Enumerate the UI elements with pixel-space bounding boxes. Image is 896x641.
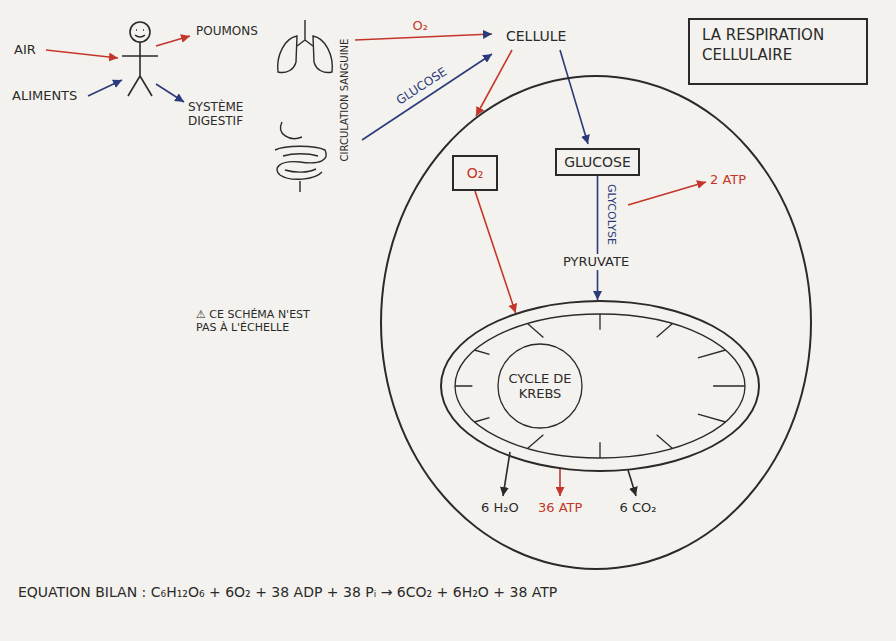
product-label: 6 H₂O — [481, 500, 519, 516]
flow-label: O₂ — [413, 18, 428, 34]
node-text: GLUCOSE — [564, 154, 631, 171]
o2-box: O₂ — [452, 155, 498, 191]
stick-figure — [122, 22, 158, 96]
flow-label: GLUCOSE — [393, 65, 449, 108]
mitochondria-cristae — [455, 314, 745, 458]
node-text: O₂ — [467, 165, 484, 182]
atp-label: 2 ATP — [710, 172, 746, 188]
input-label: ALIMENTS — [12, 88, 77, 104]
krebs-cycle-text: CYCLE DE KREBS — [500, 371, 580, 402]
organ-label: SYSTÈME DIGESTIF — [188, 100, 266, 129]
glucose-box: GLUCOSE — [555, 148, 640, 176]
mitochondrion: CYCLE DE KREBS — [440, 300, 760, 472]
input-label: AIR — [14, 42, 36, 58]
digestive-icon — [275, 122, 326, 192]
equation-text: EQUATION BILAN : C₆H₁₂O₆ + 6O₂ + 38 ADP … — [18, 584, 557, 601]
product-label: 6 CO₂ — [620, 500, 657, 516]
cell-heading: CELLULE — [506, 28, 566, 45]
circulation-label: CIRCULATION SANGUINE — [339, 39, 351, 162]
title-box: LA RESPIRATION CELLULAIRE — [688, 18, 868, 85]
flow-arrows — [46, 34, 706, 496]
atp-label: 36 ATP — [538, 500, 582, 516]
edge-label: GLYCOLYSE — [605, 182, 618, 247]
organ-label: POUMONS — [196, 24, 258, 38]
cell-outline: CELLULEO₂GLUCOSECYCLE DE KREBS — [380, 75, 812, 570]
lungs-icon — [278, 20, 333, 73]
scale-note: ⚠ CE SCHÉMA N'EST PAS À L'ÉCHELLE — [196, 308, 324, 334]
molecule-label: PYRUVATE — [560, 254, 632, 270]
flow-connector — [475, 191, 516, 313]
flow-connector — [597, 176, 599, 300]
